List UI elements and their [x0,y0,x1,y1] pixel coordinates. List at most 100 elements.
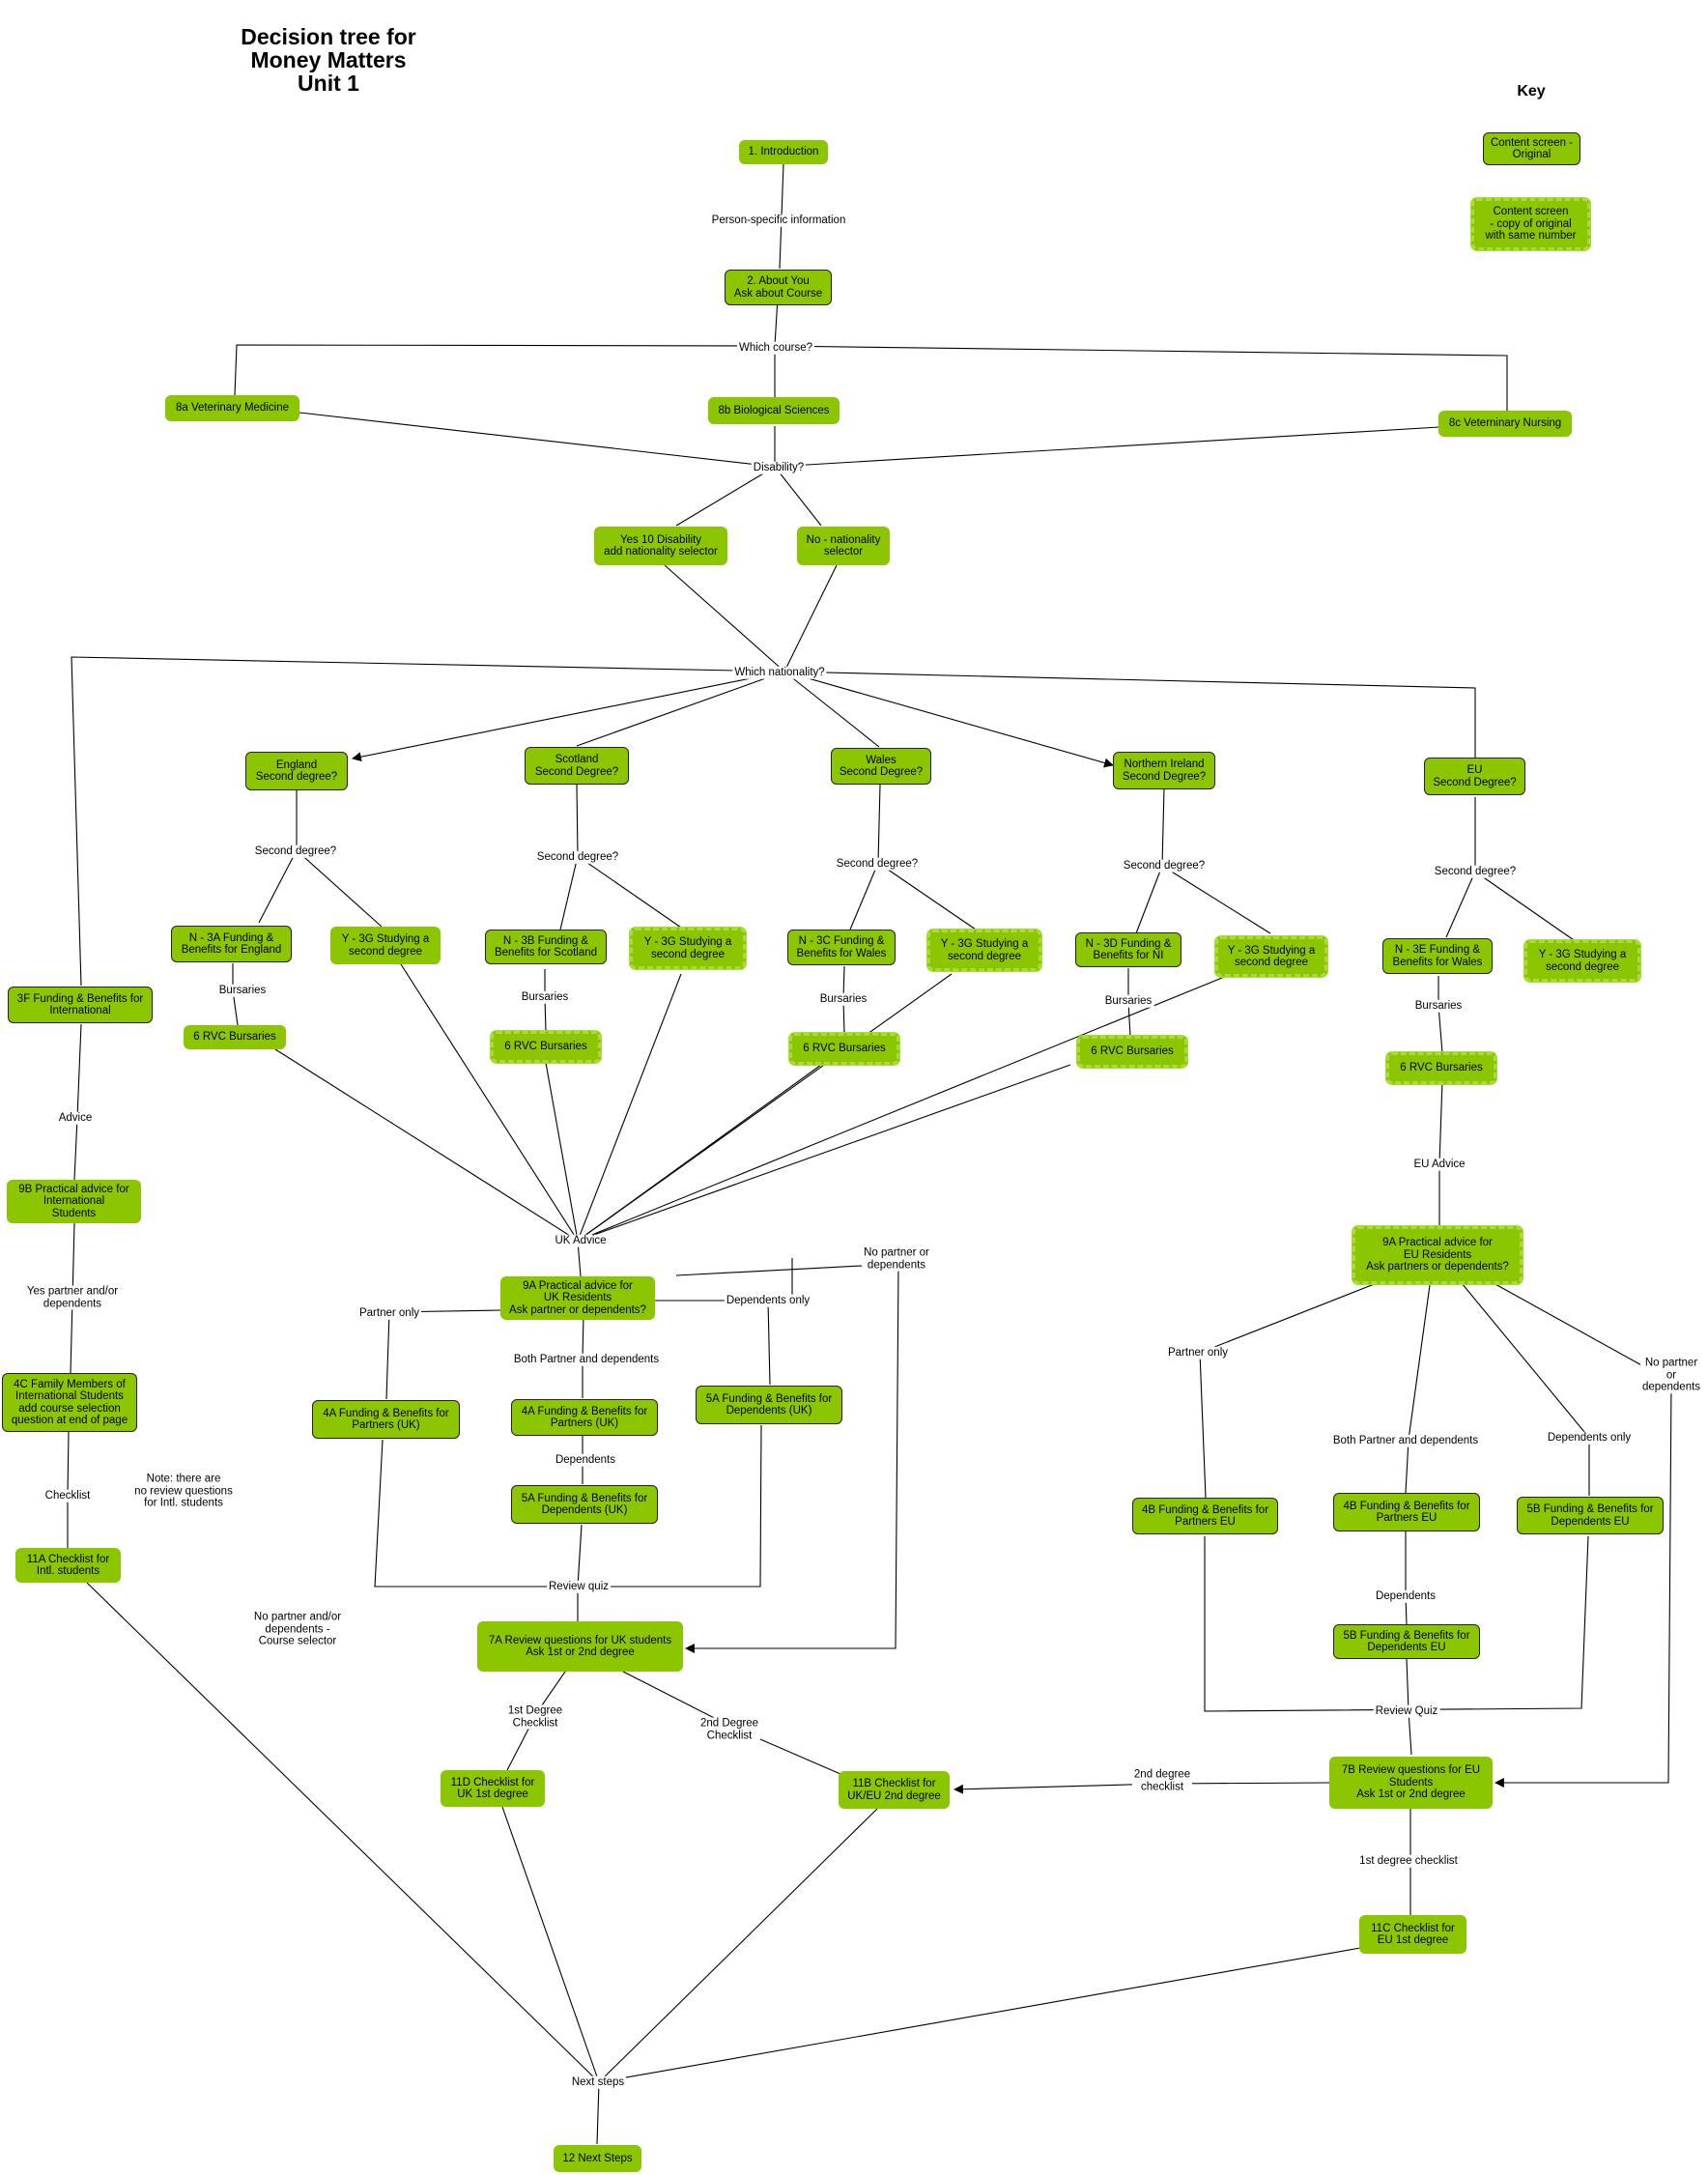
edge-label-person-specific: Person-specific information [709,214,848,227]
edge-label-disability: Disability? [751,461,807,474]
node-4c-family-international[interactable]: 4C Family Members of International Stude… [2,1373,137,1432]
node-about-you[interactable]: 2. About You Ask about Course [725,270,832,305]
node-4b-partner-only[interactable]: 4B Funding & Benefits for Partners EU [1132,1498,1278,1534]
node-label: 4B Funding & Benefits for Partners EU [1141,1503,1269,1529]
node-scotland[interactable]: Scotland Second Degree? [525,747,629,785]
diagram-title: Decision tree for Money Matters Unit 1 [193,25,464,95]
edge-label-bursaries-england: Bursaries [216,984,269,997]
node-rvc-bursaries-ni[interactable]: 6 RVC Bursaries [1077,1036,1187,1068]
edge-label-bursaries-ni: Bursaries [1102,994,1154,1008]
node-9a-eu[interactable]: 9A Practical advice for EU Residents Ask… [1352,1226,1523,1284]
edge-label-review-quiz-eu: Review Quiz [1373,1704,1440,1718]
node-5a-both[interactable]: 5A Funding & Benefits for Dependents (UK… [511,1485,658,1524]
connector [1405,1439,1409,1494]
node-eu[interactable]: EU Second Degree? [1424,758,1525,795]
node-northern-ireland[interactable]: Northern Ireland Second Degree? [1113,752,1215,789]
node-3g-scotland[interactable]: Y - 3G Studying a second degree [630,928,746,969]
node-label: 9A Practical advice for UK Residents Ask… [509,1279,646,1316]
node-label: Y - 3G Studying a second degree [341,933,430,958]
node-4a-partner-only[interactable]: 4A Funding & Benefits for Partners (UK) [312,1400,460,1439]
key-title: Key [1517,83,1546,100]
node-introduction[interactable]: 1. Introduction [739,140,828,164]
node-rvc-bursaries-england[interactable]: 6 RVC Bursaries [184,1025,286,1049]
edge-label-uk-no-partner: No partner or dependents [862,1246,931,1272]
node-label: Y - 3G Studying a second degree [940,938,1029,962]
node-3f-international[interactable]: 3F Funding & Benefits for International [8,987,153,1023]
connector [559,855,579,930]
node-3d-ni[interactable]: N - 3D Funding & Benefits for NI [1075,932,1181,967]
key-original-node: Content screen - Original [1483,132,1580,165]
node-label: Scotland Second Degree? [534,754,619,778]
connector [1408,1710,1412,1756]
node-veterinary-nursing[interactable]: 8c Veterninary Nursing [1438,411,1572,437]
node-3a-england[interactable]: N - 3A Funding & Benefits for England [171,926,292,962]
node-wales[interactable]: Wales Second Degree? [831,748,931,785]
node-7b-review-eu[interactable]: 7B Review questions for EU Students Ask … [1329,1757,1493,1809]
node-label: Northern Ireland Second Degree? [1122,758,1207,783]
node-5a-dependents-only[interactable]: 5A Funding & Benefits for Dependents (UK… [696,1386,842,1424]
node-label: 5A Funding & Benefits for Dependents (UK… [705,1392,833,1417]
node-9b-international[interactable]: 9B Practical advice for International St… [7,1180,141,1223]
node-label: 6 RVC Bursaries [803,1043,886,1055]
node-12-next-steps[interactable]: 12 Next Steps [554,2145,641,2172]
node-11d-uk-1st[interactable]: 11D Checklist for UK 1st degree [441,1770,545,1807]
node-rvc-bursaries-scotland[interactable]: 6 RVC Bursaries [491,1031,601,1063]
node-rvc-bursaries-eu[interactable]: 6 RVC Bursaries [1386,1052,1496,1084]
connector [774,466,822,527]
node-3b-scotland[interactable]: N - 3B Funding & Benefits for Scotland [485,930,607,964]
node-veterinary-medicine[interactable]: 8a Veterinary Medicine [165,395,299,421]
node-11c-eu-1st[interactable]: 11C Checklist for EU 1st degree [1359,1915,1466,1954]
connector [877,784,881,864]
node-7a-review-uk[interactable]: 7A Review questions for UK students Ask … [477,1621,683,1672]
connector [598,1947,1361,2083]
edge-label-checklist: Checklist [43,1489,93,1502]
edge-label-second-degree-scotland: Second degree? [534,850,621,864]
edge-label-uk-dependents: Dependents [553,1453,618,1467]
edge-label-which-course: Which course? [736,341,815,355]
node-label: 1. Introduction [748,146,819,158]
node-biological-sciences[interactable]: 8b Biological Sciences [708,397,840,424]
connector [664,564,785,673]
connector [598,1808,878,2083]
edge-label-2nd-degree-uk: 2nd Degree Checklist [697,1717,761,1742]
connector [1199,1352,1207,1499]
node-label: EU Second Degree? [1433,764,1517,788]
node-rvc-bursaries-wales[interactable]: 6 RVC Bursaries [789,1033,899,1065]
connector [400,963,579,1242]
node-england[interactable]: England Second degree? [245,752,348,790]
node-3e-eu[interactable]: N - 3E Funding & Benefits for Wales [1382,938,1493,974]
connector [783,671,1114,768]
connector [234,344,776,396]
node-label: 3F Funding & Benefits for International [16,992,144,1017]
edge-label-uk-advice: UK Advice [553,1234,609,1247]
node-3g-england[interactable]: Y - 3G Studying a second degree [330,927,441,964]
node-3g-eu[interactable]: Y - 3G Studying a second degree [1524,940,1640,982]
node-3g-wales[interactable]: Y - 3G Studying a second degree [927,930,1041,971]
connector [71,656,785,987]
node-no-nationality[interactable]: No - nationality selector [797,527,890,565]
node-3g-ni[interactable]: Y - 3G Studying a second degree [1215,936,1327,977]
connector [70,1299,73,1374]
connector [1474,871,1578,943]
edge-label-bursaries-wales: Bursaries [817,992,869,1006]
node-4a-both[interactable]: 4A Funding & Benefits for Partners (UK) [511,1399,658,1436]
node-5b-dependents-only[interactable]: 5B Funding & Benefits for Dependents EU [1517,1497,1664,1534]
node-yes-disability[interactable]: Yes 10 Disability add nationality select… [594,527,727,565]
node-11a-intl-checklist[interactable]: 11A Checklist for Intl. students [15,1548,121,1583]
node-label: England Second degree? [255,758,338,784]
connector [783,671,880,748]
edge-label-bursaries-eu: Bursaries [1412,999,1465,1013]
node-3c-wales[interactable]: N - 3C Funding & Benefits for Wales [787,930,896,965]
edge-label-which-nationality: Which nationality? [732,666,827,679]
edge-label-uk-both: Both Partner and dependents [511,1353,662,1366]
connector [67,1430,70,1496]
node-5b-both[interactable]: 5B Funding & Benefits for Dependents EU [1333,1624,1480,1659]
connector [767,1300,771,1386]
connector [86,1582,600,2083]
node-9a-uk[interactable]: 9A Practical advice for UK Residents Ask… [500,1276,655,1320]
node-11b-ukeu-2nd[interactable]: 11B Checklist for UK/EU 2nd degree [839,1771,950,1809]
node-label: Wales Second Degree? [839,754,924,779]
node-4b-both[interactable]: 4B Funding & Benefits for Partners EU [1333,1493,1480,1531]
connector [352,671,785,762]
